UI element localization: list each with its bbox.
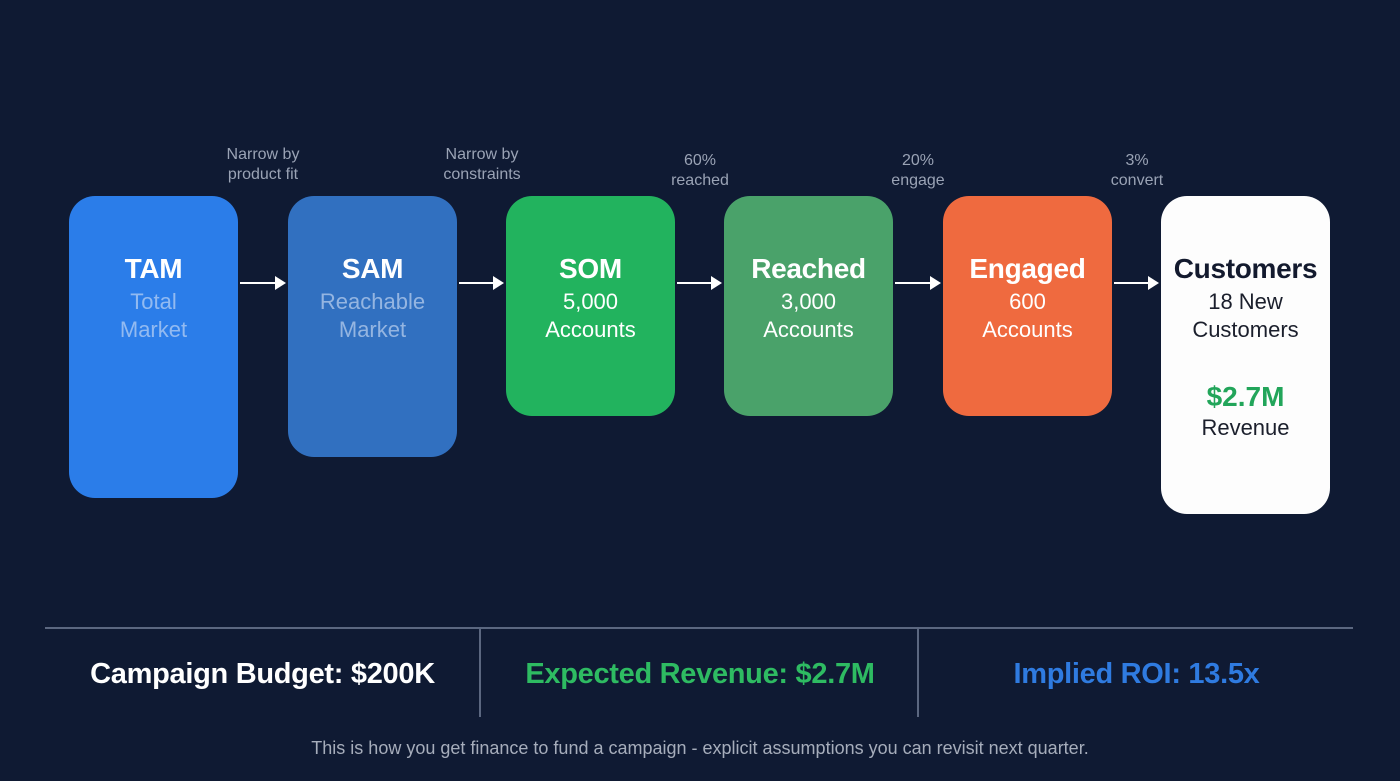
- stage-count: 600: [1009, 289, 1046, 314]
- implied-roi: Implied ROI: 13.5x: [1013, 658, 1260, 690]
- transition-label-reached-engaged: 20% engage: [848, 151, 988, 191]
- stage-engaged: Engaged 600 Accounts: [943, 196, 1112, 416]
- stage-count: 5,000: [562, 289, 619, 314]
- transition-label-line: 20%: [901, 152, 935, 169]
- column-divider: [917, 629, 919, 717]
- stage-count: 3,000: [780, 289, 837, 314]
- arrow-right-icon: [1114, 276, 1159, 290]
- stage-som: SOM 5,000 Accounts: [506, 196, 675, 416]
- stage-title: TAM: [124, 253, 183, 284]
- stage-unit: Customers: [1192, 317, 1299, 342]
- stage-subtitle: Total: [130, 289, 177, 314]
- transition-label-line: Narrow by: [445, 146, 519, 163]
- arrow-right-icon: [459, 276, 504, 290]
- transition-label-som-reached: 60% reached: [630, 151, 770, 191]
- stage-unit: Accounts: [545, 317, 636, 342]
- summary-divider: [45, 627, 1353, 629]
- stage-title: Reached: [751, 253, 866, 284]
- transition-label-line: product fit: [227, 166, 299, 183]
- footer-caption: This is how you get finance to fund a ca…: [311, 738, 1089, 758]
- stage-subtitle: Reachable: [319, 289, 426, 314]
- transition-label-line: Narrow by: [226, 146, 300, 163]
- revenue-label: Revenue: [1201, 415, 1290, 440]
- stage-subtitle: Market: [119, 317, 188, 342]
- stage-title: Engaged: [969, 253, 1086, 284]
- stage-count: 18 New: [1208, 289, 1283, 314]
- arrow-right-icon: [677, 276, 722, 290]
- arrow-right-icon: [895, 276, 941, 290]
- transition-label-line: engage: [891, 172, 945, 189]
- column-divider: [479, 629, 481, 717]
- transition-label-line: convert: [1110, 172, 1164, 189]
- stage-subtitle: Market: [338, 317, 407, 342]
- transition-label-sam-som: Narrow by constraints: [412, 145, 552, 185]
- stage-tam: TAM Total Market: [69, 196, 238, 498]
- transition-label-line: 60%: [683, 152, 717, 169]
- stage-title: SAM: [341, 253, 404, 284]
- transition-label-engaged-customers: 3% convert: [1067, 151, 1207, 191]
- stage-unit: Accounts: [982, 317, 1073, 342]
- arrow-right-icon: [240, 276, 286, 290]
- stage-reached: Reached 3,000 Accounts: [724, 196, 893, 416]
- expected-revenue: Expected Revenue: $2.7M: [525, 658, 875, 690]
- revenue-value: $2.7M: [1206, 381, 1285, 412]
- transition-label-line: reached: [671, 172, 729, 189]
- stage-title: SOM: [559, 253, 622, 284]
- stage-unit: Accounts: [763, 317, 854, 342]
- transition-label-line: 3%: [1125, 152, 1149, 169]
- stage-customers: Customers 18 New Customers $2.7M Revenue: [1161, 196, 1330, 514]
- campaign-budget: Campaign Budget: $200K: [90, 658, 435, 690]
- stage-sam: SAM Reachable Market: [288, 196, 457, 457]
- stage-title: Customers: [1173, 253, 1318, 284]
- transition-label-line: constraints: [443, 166, 521, 183]
- transition-label-tam-sam: Narrow by product fit: [193, 145, 333, 185]
